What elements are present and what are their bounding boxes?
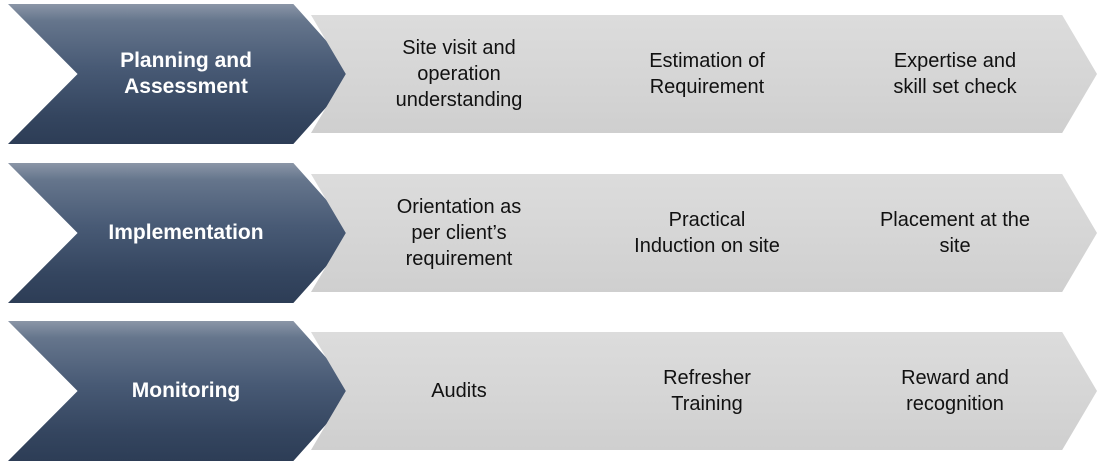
step-label: Orientation as per client’s requirement (396, 196, 522, 270)
step-refresher-training: Refresher Training (559, 332, 849, 450)
stage-label: Planning and Assessment (120, 49, 252, 98)
step-audits: Audits (311, 332, 601, 450)
step-expertise-check: Expertise and skill set check (807, 15, 1097, 133)
stage-label: Monitoring (131, 379, 241, 402)
step-practical-induction: Practical Induction on site (559, 174, 849, 292)
step-placement: Placement at the site (807, 174, 1097, 292)
step-orientation: Orientation as per client’s requirement (311, 174, 601, 292)
step-label: Refresher Training (663, 367, 751, 415)
step-label: Site visit and operation understanding (395, 37, 523, 111)
step-label: Placement at the site (879, 209, 1031, 257)
step-label: Practical Induction on site (634, 209, 780, 257)
step-reward-and-recognition: Reward and recognition (807, 332, 1097, 450)
step-label: Audits (431, 380, 487, 402)
step-label: Reward and recognition (901, 367, 1009, 415)
stage-planning-and-assessment: Planning and Assessment (8, 4, 356, 144)
stage-label: Implementation (108, 221, 264, 244)
step-label: Estimation of Requirement (649, 50, 765, 98)
stage-monitoring: Monitoring (8, 321, 356, 461)
step-site-visit: Site visit and operation understanding (311, 15, 601, 133)
stage-implementation: Implementation (8, 163, 356, 303)
step-label: Expertise and skill set check (893, 50, 1017, 98)
step-estimation-of-requirement: Estimation of Requirement (559, 15, 849, 133)
